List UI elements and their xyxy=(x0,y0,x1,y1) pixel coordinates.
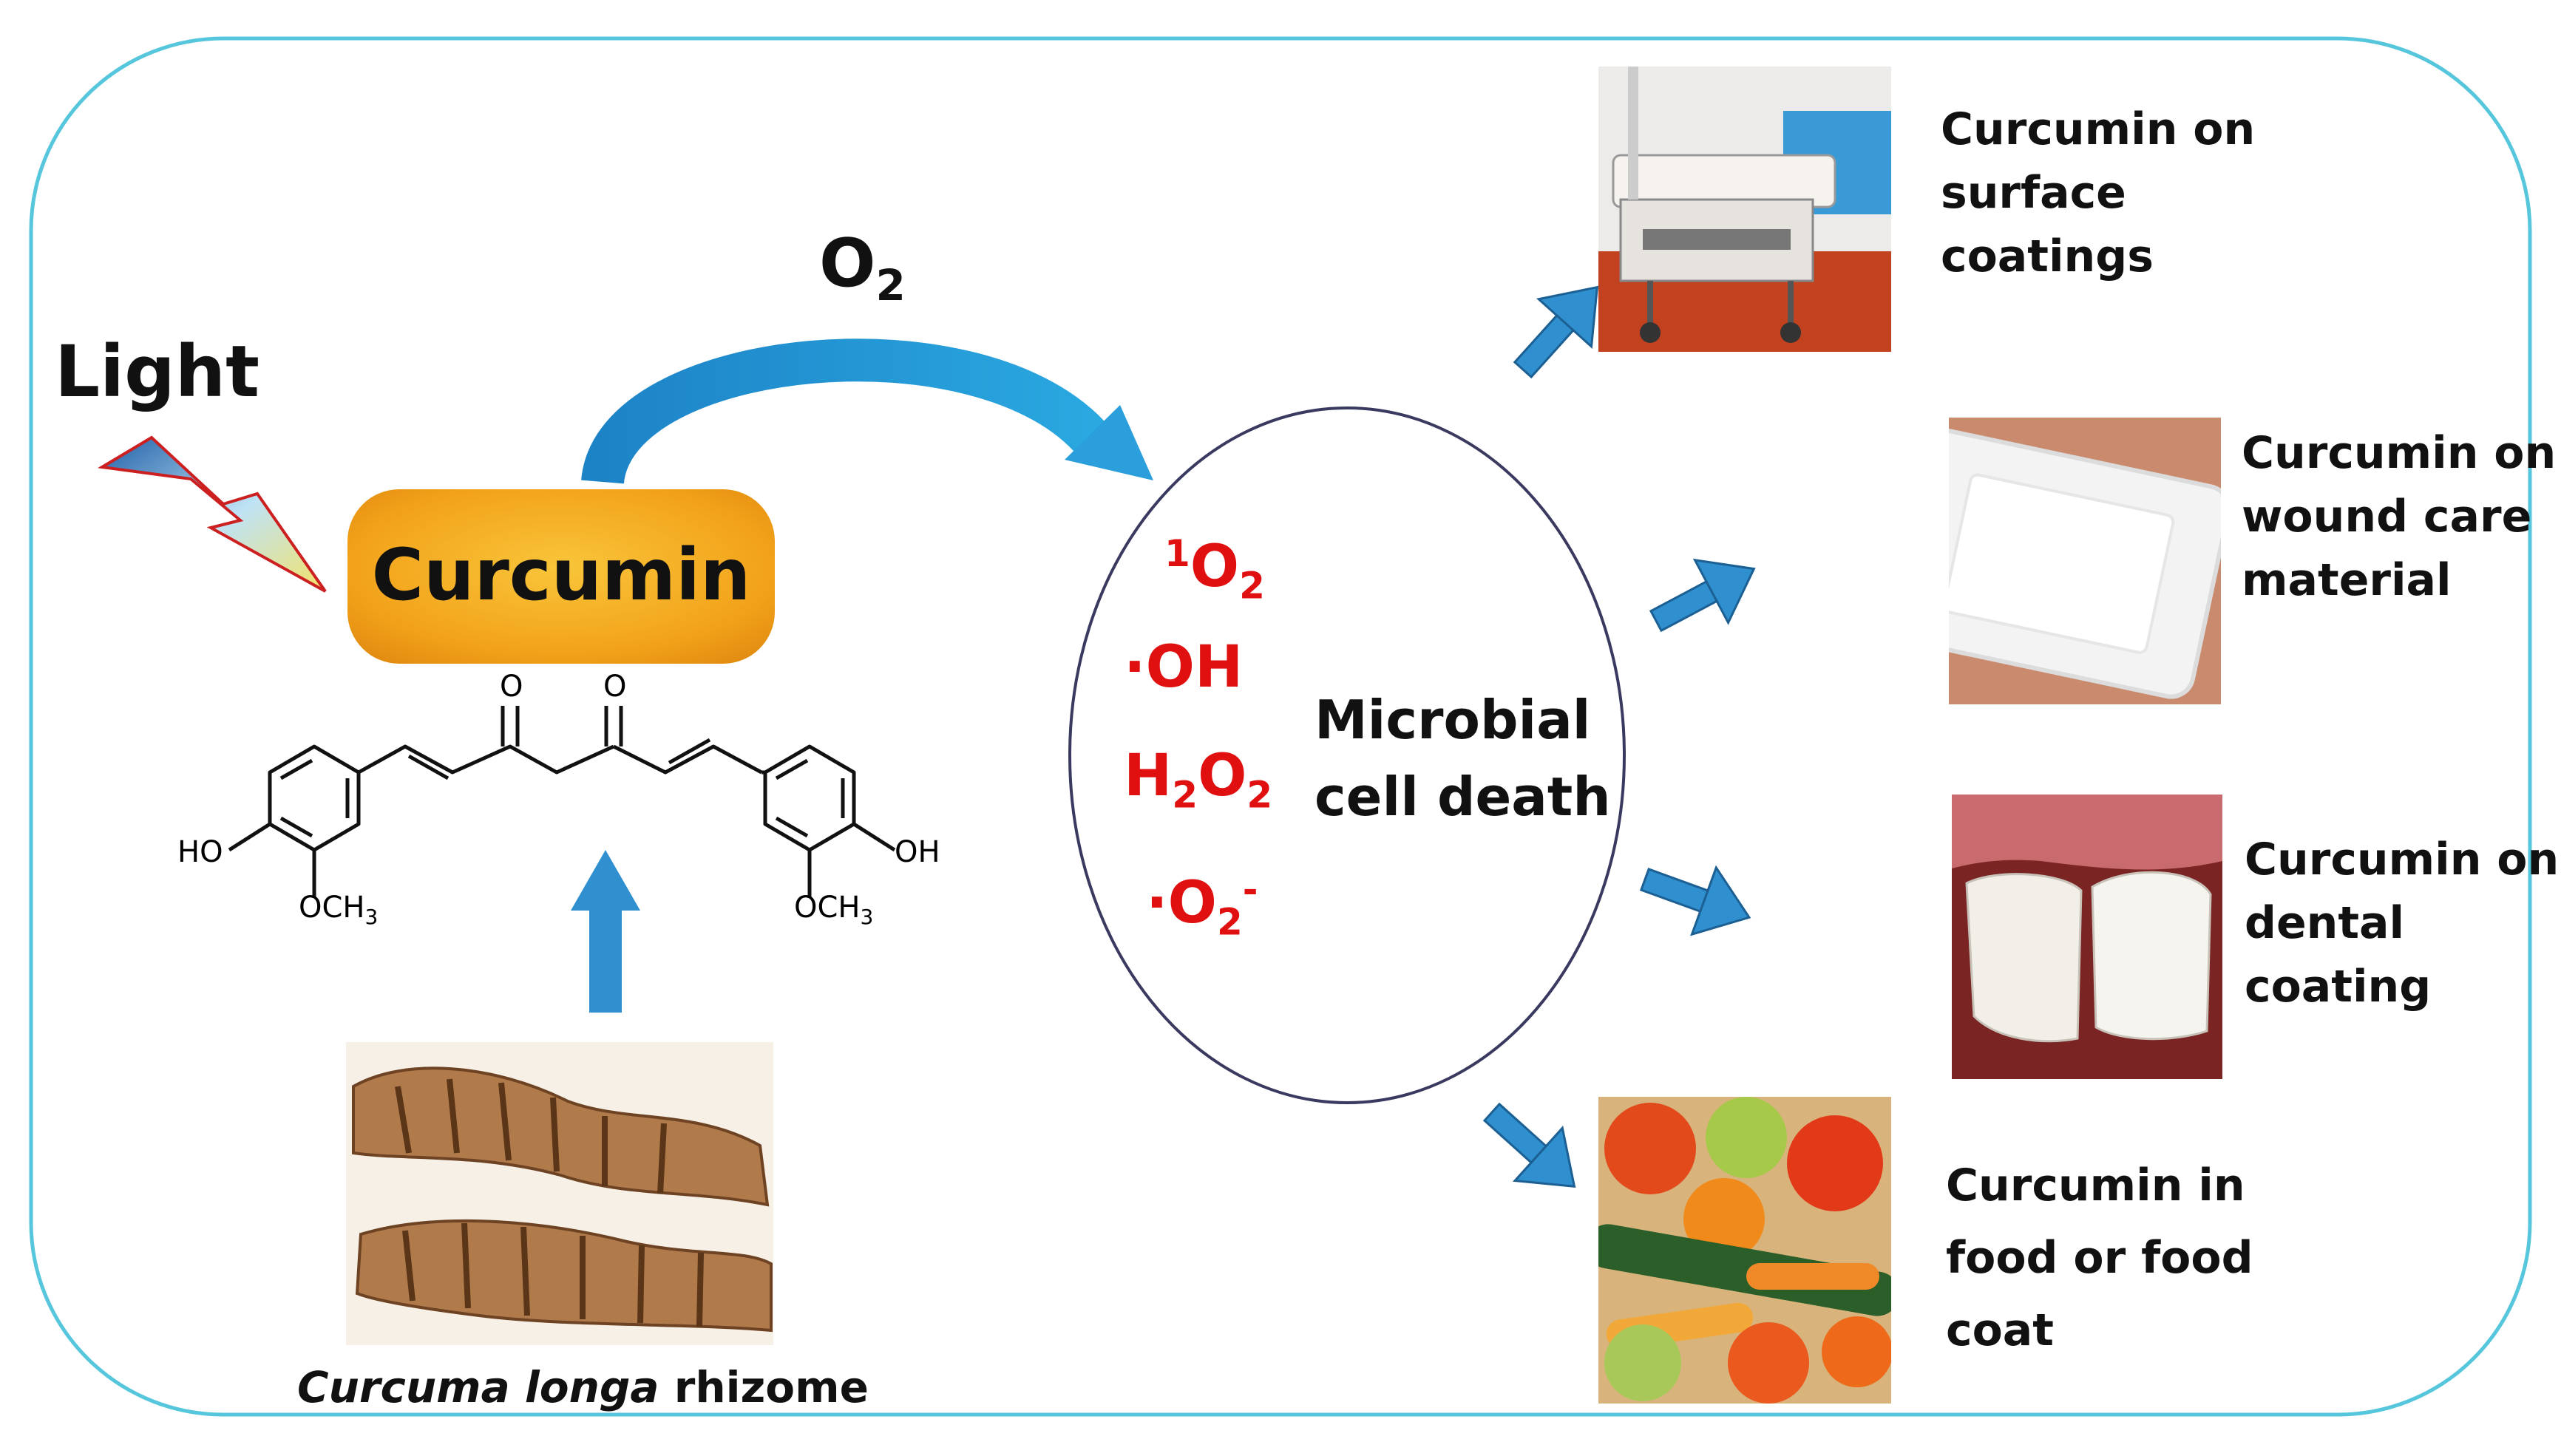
hydroxyl-radical-label: ·OH xyxy=(1124,634,1244,701)
hydrogen-peroxide-label: H2O2 xyxy=(1124,743,1273,817)
hospital-bed-photo xyxy=(1598,67,1891,352)
wound-dressing-photo xyxy=(1949,418,2221,704)
rhizome-photo xyxy=(346,1042,773,1345)
och3-right-label: OCH3 xyxy=(794,891,874,929)
rhizome-caption: Curcuma longa rhizome xyxy=(297,1362,869,1412)
up-arrow-shaft xyxy=(589,909,622,1013)
food-coat-label: Curcumin in food or food coat xyxy=(1946,1160,2253,1356)
arrow-to-surface xyxy=(1513,285,1599,379)
fruits-vegetables-photo xyxy=(1598,1097,1891,1404)
oh-right-label: OH xyxy=(895,835,940,869)
och3-left-label: OCH3 xyxy=(299,891,379,929)
outer-frame xyxy=(29,36,2532,1417)
carbonyl-oxygen-1: O xyxy=(500,670,523,704)
light-label: Light xyxy=(55,330,260,413)
carbonyl-oxygen-2: O xyxy=(603,670,627,704)
dental-coating-label: Curcumin on dental coating xyxy=(2245,834,2560,1013)
curcumin-structure xyxy=(228,706,896,898)
arrow-to-wound xyxy=(1649,558,1756,633)
ho-left-label: HO xyxy=(177,835,223,869)
teeth-photo xyxy=(1952,795,2222,1079)
surface-coatings-label: Curcumin on surface coatings xyxy=(1941,103,2256,282)
microbial-cell-death-label: Microbial cell death xyxy=(1315,689,1611,828)
wound-care-label: Curcumin on wound care material xyxy=(2242,427,2557,606)
curved-arrow xyxy=(581,339,1111,486)
curcumin-label: Curcumin xyxy=(371,534,751,616)
arrow-to-dental xyxy=(1639,865,1751,936)
curcumin-pill xyxy=(347,489,775,664)
singlet-oxygen-label: 1O2 xyxy=(1164,532,1265,608)
lightning-bolt-icon xyxy=(98,435,327,593)
microbial-ellipse xyxy=(1068,406,1626,1104)
up-arrow-head xyxy=(571,850,640,911)
oxygen-label: O2 xyxy=(819,225,906,310)
arrow-to-food xyxy=(1482,1102,1576,1188)
curved-arrow-head xyxy=(1065,405,1153,480)
superoxide-label: ·O2- xyxy=(1146,868,1258,944)
